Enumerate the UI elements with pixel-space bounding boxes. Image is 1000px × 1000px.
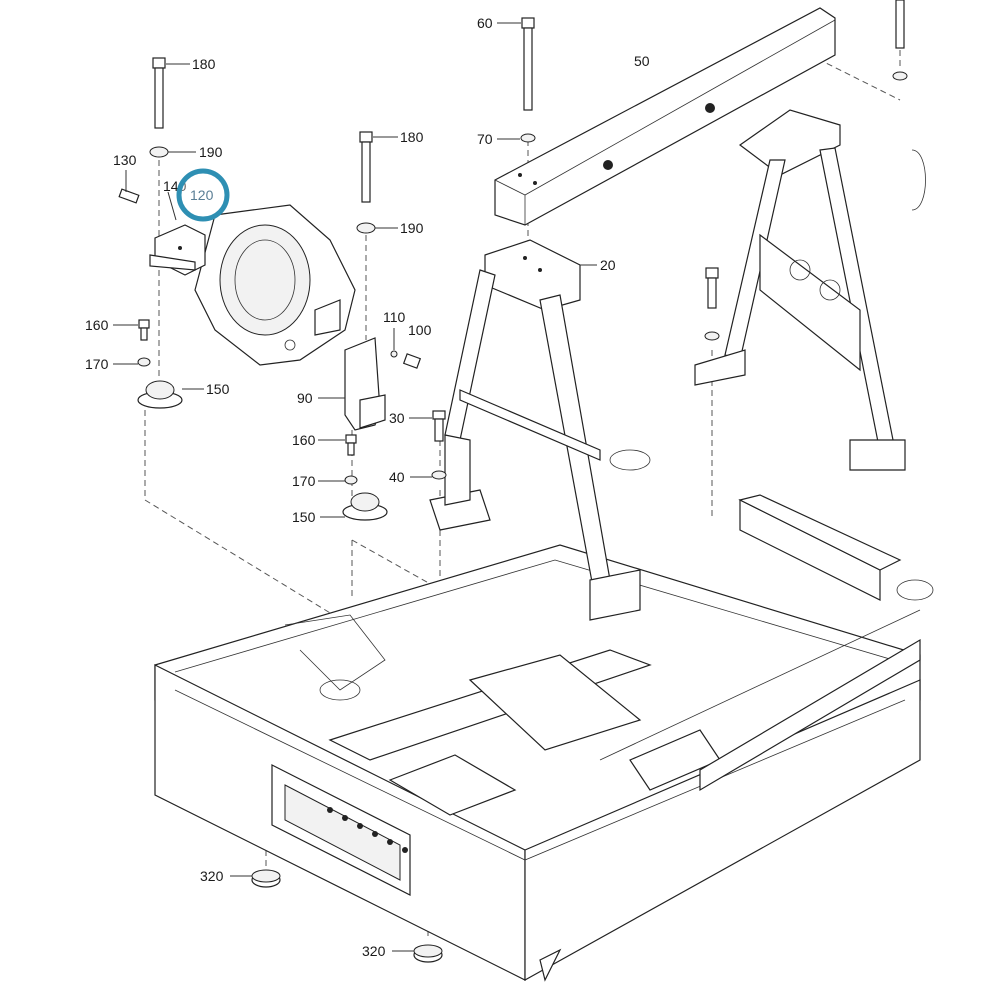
callout-text: 160 — [85, 317, 109, 333]
flywheel-housing — [194, 204, 356, 366]
callout-120-selected[interactable]: 120 — [176, 168, 230, 222]
callout-150-a[interactable]: 150 — [206, 381, 230, 397]
callout-40[interactable]: 40 — [389, 469, 405, 485]
callout-text: 190 — [199, 144, 223, 160]
fasteners — [118, 0, 908, 963]
callout-text: 320 — [200, 868, 224, 884]
callout-90[interactable]: 90 — [297, 390, 313, 406]
support-bracket-90 — [344, 337, 386, 431]
callout-text: 70 — [477, 131, 493, 147]
callout-50[interactable]: 50 — [634, 53, 650, 69]
callout-180-a[interactable]: 180 — [192, 56, 216, 72]
callout-320-b[interactable]: 320 — [362, 943, 386, 959]
callout-100[interactable]: 100 — [408, 322, 432, 338]
callout-30[interactable]: 30 — [389, 410, 405, 426]
callout-text: 60 — [477, 15, 493, 31]
callout-text: 90 — [297, 390, 313, 406]
callout-20[interactable]: 20 — [600, 257, 616, 273]
callout-text: 160 — [292, 432, 316, 448]
frame-stand-20 — [429, 239, 641, 621]
leader-lines — [113, 22, 597, 952]
top-beam-50 — [494, 7, 836, 226]
callout-text: 170 — [292, 473, 316, 489]
callout-150-b[interactable]: 150 — [292, 509, 316, 525]
callout-170-a[interactable]: 170 — [85, 356, 109, 372]
a-frame-right — [694, 109, 926, 471]
base-frame — [154, 449, 934, 982]
callout-text: 190 — [400, 220, 424, 236]
callout-text: 320 — [362, 943, 386, 959]
callout-110[interactable]: 110 — [383, 309, 406, 325]
callout-130[interactable]: 130 — [113, 152, 137, 168]
callout-text: 110 — [383, 309, 406, 325]
callout-text: 20 — [600, 257, 616, 273]
callout-320-a[interactable]: 320 — [200, 868, 224, 884]
callout-text: 50 — [634, 53, 650, 69]
callout-190-a[interactable]: 190 — [199, 144, 223, 160]
callout-text: 30 — [389, 410, 405, 426]
callout-190-b[interactable]: 190 — [400, 220, 424, 236]
callout-text: 180 — [192, 56, 216, 72]
callout-text: 150 — [206, 381, 230, 397]
callout-text: 180 — [400, 129, 424, 145]
callout-labels: 180 190 130 140 120 160 170 150 180 190 — [85, 15, 650, 959]
callout-60[interactable]: 60 — [477, 15, 493, 31]
callout-text: 170 — [85, 356, 109, 372]
callout-180-b[interactable]: 180 — [400, 129, 424, 145]
callout-text: 40 — [389, 469, 405, 485]
callout-text: 130 — [113, 152, 137, 168]
front-panel-bolts — [327, 807, 408, 853]
callout-160-a[interactable]: 160 — [85, 317, 109, 333]
callout-text: 150 — [292, 509, 316, 525]
callout-text: 120 — [190, 187, 214, 203]
callout-170-b[interactable]: 170 — [292, 473, 316, 489]
callout-70[interactable]: 70 — [477, 131, 493, 147]
selection-ring — [176, 168, 230, 222]
mount-bracket — [149, 224, 206, 276]
callout-text: 100 — [408, 322, 432, 338]
callout-160-b[interactable]: 160 — [292, 432, 316, 448]
